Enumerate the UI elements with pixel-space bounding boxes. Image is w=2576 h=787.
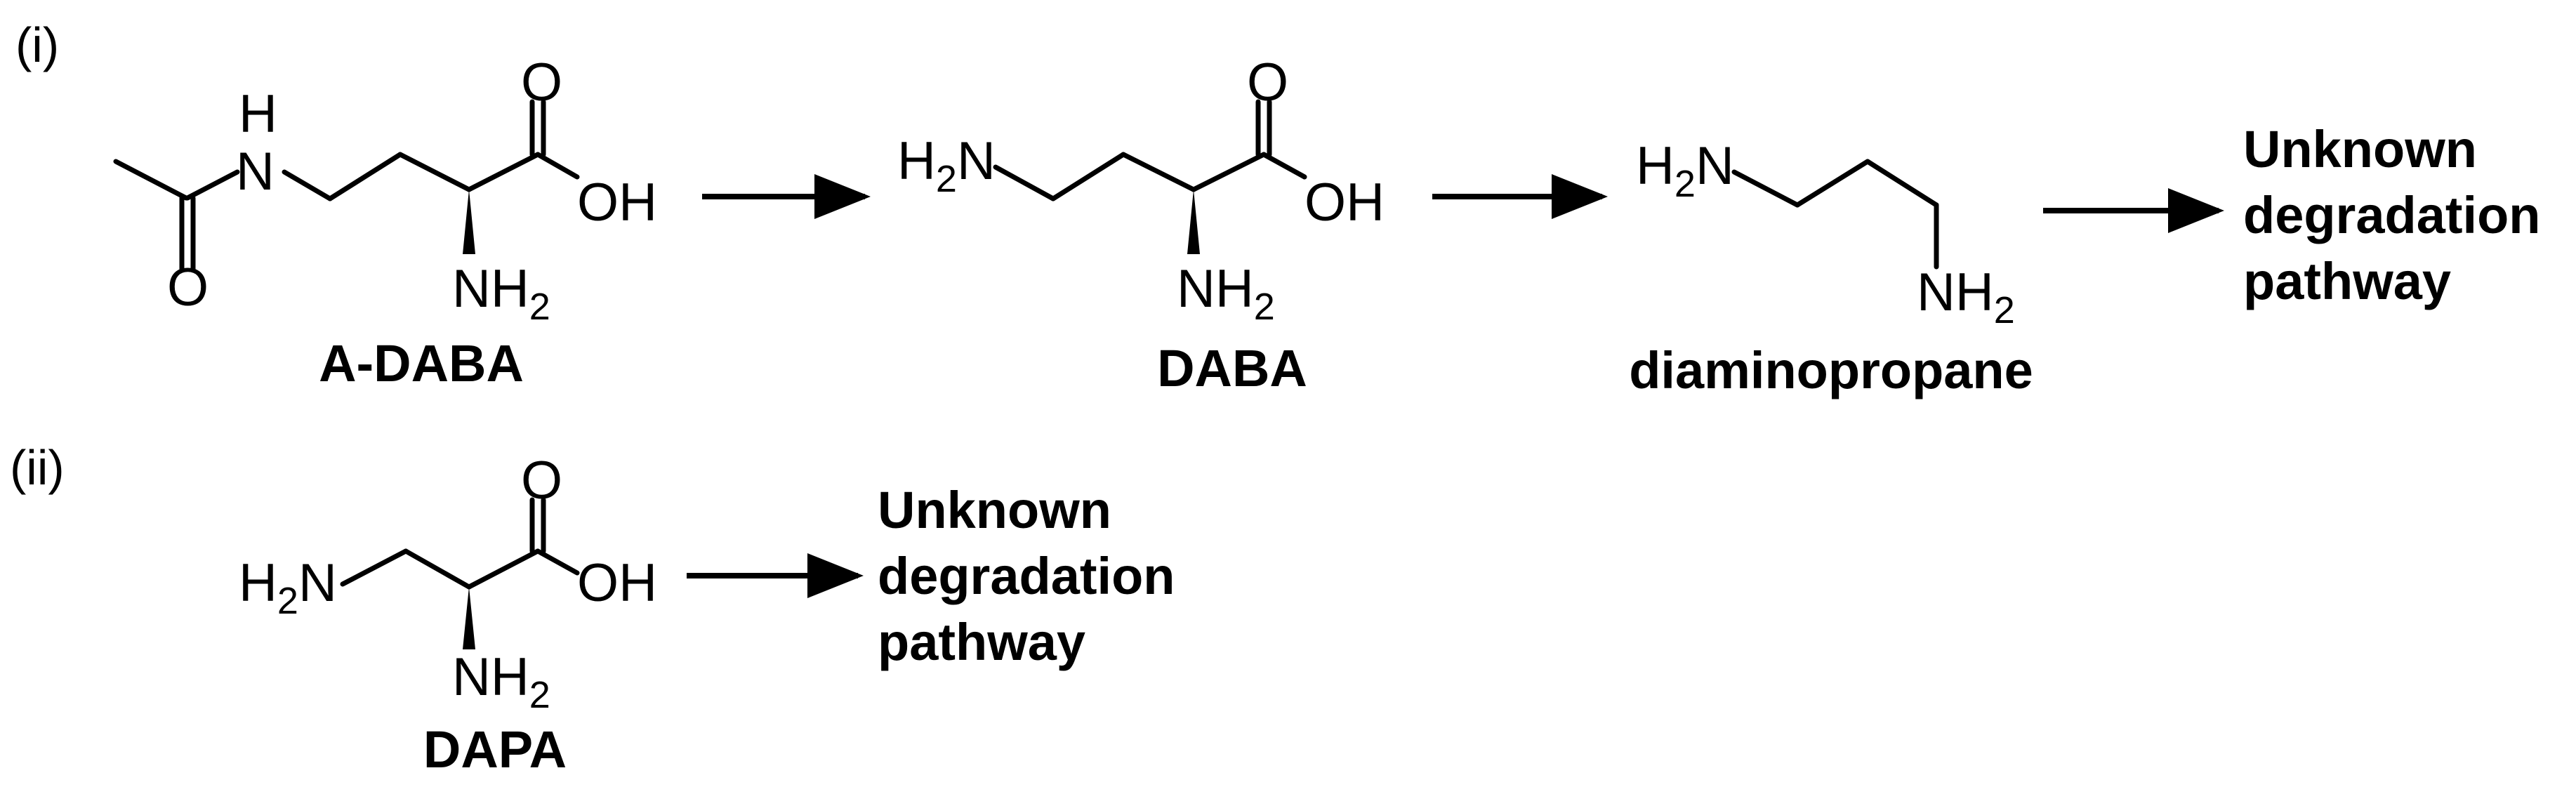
atom-o: O [167, 258, 209, 317]
atom-nh: NH [452, 259, 529, 319]
outcome-unknown-pathway: Unknown degradation pathway [878, 481, 1175, 671]
compound-name-daba: DABA [1157, 339, 1307, 397]
atom-n: N [236, 142, 275, 201]
atom-nh2: NH2 [1177, 259, 1275, 328]
svg-text:Unknown: Unknown [2243, 120, 2477, 178]
atom-h: H [239, 84, 277, 144]
outcome-unknown-pathway: Unknown degradation pathway [2243, 120, 2540, 310]
svg-text:degradation: degradation [2243, 186, 2540, 244]
atom-o: O [1247, 53, 1288, 112]
atom-oh: OH [577, 553, 657, 613]
structure-daba: H2N O OH NH2 DABA [897, 53, 1385, 397]
subscript-2: 2 [529, 286, 550, 328]
atom-nh2: NH2 [452, 647, 550, 716]
compound-name-diaminopropane: diaminopropane [1629, 341, 2033, 399]
svg-text:pathway: pathway [2243, 252, 2451, 310]
atom-h2n: H2N [1636, 136, 1734, 205]
atom-h2n: H2N [897, 131, 996, 200]
structure-diaminopropane: H2N NH2 diaminopropane [1629, 136, 2033, 399]
compound-name-dapa: DAPA [423, 720, 567, 779]
structure-a-daba: H N O O OH NH2 A-DABA [113, 53, 657, 392]
structure-dapa: H2N O OH NH2 DAPA [239, 451, 657, 779]
atom-nh2: NH2 [1917, 263, 2015, 331]
step-label-i: (i) [15, 18, 59, 72]
atom-o: O [521, 451, 562, 510]
atom-oh: OH [577, 173, 657, 232]
atom-o: O [521, 53, 562, 112]
step-label-ii: (ii) [10, 440, 65, 495]
svg-text:pathway: pathway [878, 613, 1085, 671]
compound-name-a-daba: A-DABA [319, 334, 524, 392]
svg-text:Unknown: Unknown [878, 481, 1111, 539]
atom-h2n: H2N [239, 553, 337, 622]
atom-oh: OH [1304, 173, 1385, 232]
svg-text:degradation: degradation [878, 547, 1175, 605]
atom-nh2: NH2 [452, 259, 550, 328]
